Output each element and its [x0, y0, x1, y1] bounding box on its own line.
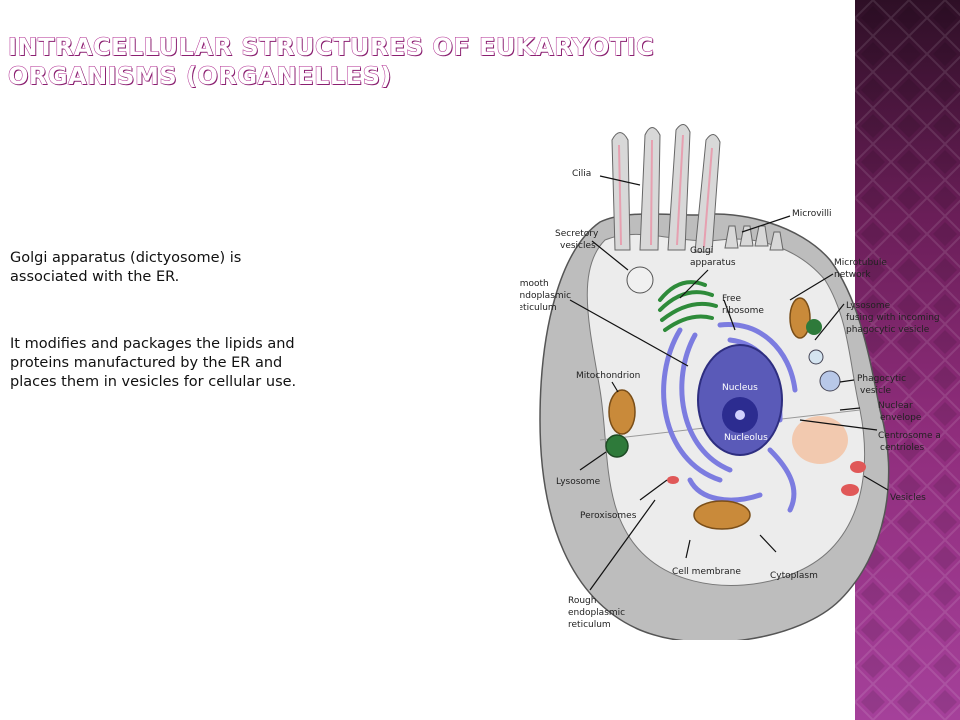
label-phagocytic-2: vesicle: [860, 386, 892, 396]
eukaryotic-cell-diagram: Cilia Microvilli Secretory vesicles Golg…: [520, 124, 940, 640]
label-microtubule-1: Microtubule: [834, 258, 887, 268]
label-lysosome-fusing-3: phagocytic vesicle: [846, 325, 930, 335]
label-secretory-vesicles-1: Secretory: [555, 229, 599, 239]
label-smooth-er-3: reticulum: [520, 303, 557, 313]
centrosome-region: [792, 416, 848, 464]
label-mitochondrion: Mitochondrion: [576, 371, 640, 381]
nucleolus-core: [735, 410, 745, 420]
label-peroxisomes: Peroxisomes: [580, 511, 637, 521]
label-cell-membrane: Cell membrane: [672, 567, 741, 577]
label-rough-er-2: endoplasmic: [568, 608, 625, 618]
fusing-vesicle: [808, 349, 824, 365]
decorative-side-band: [855, 0, 960, 720]
label-nucleus: Nucleus: [722, 383, 758, 393]
label-free-ribosome-1: Free: [722, 294, 742, 304]
label-centrosome-2: centrioles: [880, 443, 924, 453]
mitochondrion: [608, 389, 636, 435]
lysosome: [605, 434, 629, 458]
label-microtubule-2: network: [834, 270, 871, 280]
label-vesicles: Vesicles: [890, 493, 926, 503]
golgi-apparatus: [658, 280, 718, 332]
cilia-group: [611, 124, 721, 253]
vesicle-red-1: [850, 461, 866, 473]
paragraph-golgi-function: It modifies and packages the lipids and …: [10, 336, 297, 390]
paragraph-golgi-association: Golgi apparatus (dictyosome) is associat…: [10, 250, 242, 285]
label-smooth-er-1: Smooth: [520, 279, 549, 289]
label-nuclear-envelope-2: envelope: [880, 413, 922, 423]
label-lysosome-fusing-1: Lysosome: [846, 301, 891, 311]
label-golgi-2: apparatus: [690, 258, 736, 268]
label-lysosome-fusing-2: fusing with incoming: [846, 313, 940, 323]
label-cilia: Cilia: [572, 169, 591, 179]
microvilli-group: [724, 225, 784, 251]
label-phagocytic-1: Phagocytic: [857, 374, 906, 384]
lysosome-upper: [806, 319, 822, 335]
label-lysosome: Lysosome: [556, 477, 601, 487]
label-nuclear-envelope-1: Nuclear: [878, 401, 913, 411]
label-centrosome-1: Centrosome and: [878, 431, 940, 441]
secretory-vesicle: [626, 266, 654, 294]
label-cytoplasm: Cytoplasm: [770, 571, 818, 581]
vesicle-red-2: [841, 484, 859, 496]
label-golgi-1: Golgi: [690, 246, 713, 256]
label-leader-lines: [569, 175, 889, 591]
label-rough-er-1: Rough: [568, 596, 596, 606]
mitochondrion-right: [789, 297, 811, 339]
diamond-pattern: [855, 0, 960, 720]
label-nucleolus: Nucleolus: [724, 433, 768, 443]
label-microvilli: Microvilli: [792, 209, 832, 219]
cilia-core-group: [618, 134, 713, 248]
label-free-ribosome-2: ribosome: [722, 306, 764, 316]
label-secretory-vesicles-2: vesicles: [560, 241, 596, 251]
phagocytic-vesicle: [819, 370, 841, 392]
label-smooth-er-2: endoplasmic: [520, 291, 571, 301]
slide-title: Intracellular structures of eukaryotic o…: [8, 33, 655, 91]
label-rough-er-3: reticulum: [568, 620, 611, 630]
mitochondrion-lower: [693, 500, 751, 530]
peroxisome: [667, 476, 679, 484]
